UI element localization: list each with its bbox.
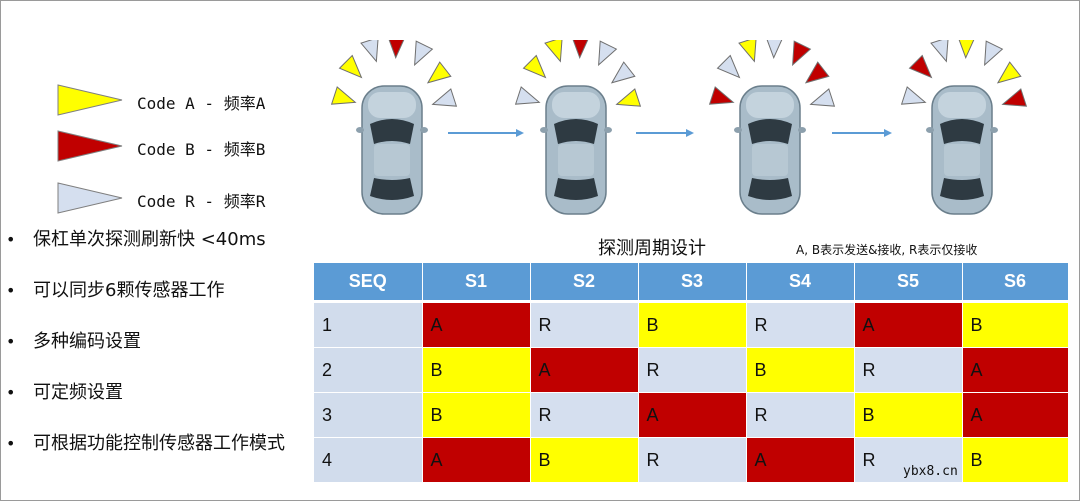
arrow-right-icon — [448, 129, 524, 137]
sensor-triangle-icon — [908, 54, 933, 79]
car-sensor-diagram-3 — [708, 40, 836, 215]
table-row: 3 B R A R B A — [314, 392, 1069, 438]
code-cell: R — [638, 347, 747, 393]
seq-cell: 3 — [314, 392, 423, 438]
feature-item: 保杠单次探测刷新快 <40ms — [6, 228, 306, 252]
legend-item-code-r: Code R - 频率R — [56, 181, 316, 215]
code-cell: A — [422, 301, 531, 348]
header-s6: S6 — [962, 263, 1069, 303]
code-cell: A — [962, 392, 1069, 438]
code-cell: B — [962, 437, 1069, 483]
header-s5: S5 — [854, 263, 963, 303]
sequence-table: SEQ S1 S2 S3 S4 S5 S6 1 A R B R A B 2 B … — [314, 263, 1069, 483]
code-cell: R — [530, 392, 639, 438]
code-cell: B — [962, 301, 1069, 348]
sensor-triangle-icon — [360, 40, 379, 63]
sensor-triangle-icon — [610, 61, 636, 84]
triangle-red-icon — [57, 130, 123, 162]
code-cell: B — [638, 301, 747, 348]
sensor-triangle-icon — [984, 40, 1004, 67]
table-note: A, B表示发送&接收, R表示仅接收 — [796, 243, 978, 257]
header-s3: S3 — [638, 263, 747, 303]
feature-item: 多种编码设置 — [6, 330, 306, 354]
car-icon — [926, 85, 998, 215]
car-sensor-diagram-2 — [514, 40, 642, 215]
sensor-triangle-icon — [1001, 88, 1028, 107]
sensor-triangle-icon — [930, 40, 949, 63]
sensor-triangle-icon — [792, 40, 812, 67]
triangle-lightblue-icon — [57, 182, 123, 214]
code-cell: A — [746, 437, 855, 483]
sensor-triangle-icon — [809, 88, 836, 107]
header-seq: SEQ — [314, 263, 423, 303]
triangle-yellow-icon — [57, 84, 123, 116]
table-title: 探测周期设计 — [598, 238, 706, 259]
table-row: 2 B A R B R A — [314, 347, 1069, 393]
code-cell: B — [422, 392, 531, 438]
code-cell: A — [962, 347, 1069, 393]
feature-item: 可定频设置 — [6, 381, 306, 405]
car-sensor-diagram-1 — [330, 40, 458, 215]
code-cell: A — [422, 437, 531, 483]
sensor-triangle-icon — [804, 61, 830, 84]
seq-cell: 2 — [314, 347, 423, 393]
table-row: 4 A B R A R B — [314, 437, 1069, 483]
code-cell: R — [530, 301, 639, 348]
seq-cell: 1 — [314, 301, 423, 348]
car-icon — [540, 85, 612, 215]
code-cell: R — [854, 437, 963, 483]
sensor-triangle-icon — [514, 86, 541, 105]
feature-item: 可根据功能控制传感器工作模式 — [6, 432, 306, 456]
sensor-triangle-icon — [388, 40, 405, 60]
sensor-triangle-icon — [414, 40, 434, 67]
code-cell: R — [746, 301, 855, 348]
sensor-triangle-icon — [716, 54, 741, 79]
table-header-row: SEQ S1 S2 S3 S4 S5 S6 — [314, 263, 1069, 303]
code-cell: B — [746, 347, 855, 393]
legend-label: Code R - 频率R — [137, 192, 266, 211]
legend-label: Code A - 频率A — [137, 94, 266, 113]
code-cell: R — [854, 347, 963, 393]
sensor-triangle-icon — [900, 86, 927, 105]
sensor-triangle-icon — [598, 40, 618, 67]
code-cell: B — [530, 437, 639, 483]
code-cell: A — [638, 392, 747, 438]
code-cell: R — [638, 437, 747, 483]
legend-label: Code B - 频率B — [137, 140, 266, 159]
watermark: ybx8.cn — [903, 464, 958, 479]
legend-item-code-a: Code A - 频率A — [56, 83, 316, 117]
code-cell: B — [854, 392, 963, 438]
car-sensor-diagram-4 — [900, 40, 1028, 215]
arrow-right-icon — [832, 129, 892, 137]
sensor-triangle-icon — [522, 54, 547, 79]
sensor-triangle-icon — [766, 40, 783, 60]
sensor-triangle-icon — [958, 40, 975, 60]
feature-item: 可以同步6颗传感器工作 — [6, 279, 306, 303]
car-icon — [356, 85, 428, 215]
code-cell: B — [422, 347, 531, 393]
header-s1: S1 — [422, 263, 531, 303]
legend-item-code-b: Code B - 频率B — [56, 129, 316, 163]
sensor-triangle-icon — [338, 54, 363, 79]
sensor-triangle-icon — [330, 86, 357, 105]
sensor-triangle-icon — [708, 86, 735, 105]
sensor-triangle-icon — [738, 40, 757, 63]
header-s2: S2 — [530, 263, 639, 303]
sensor-triangle-icon — [996, 61, 1022, 84]
arrow-right-icon — [636, 129, 694, 137]
code-cell: A — [854, 301, 963, 348]
feature-list: 保杠单次探测刷新快 <40ms 可以同步6颗传感器工作 多种编码设置 可定频设置… — [6, 228, 306, 456]
sensor-triangle-icon — [431, 88, 458, 107]
sensor-triangle-icon — [572, 40, 589, 60]
code-cell: A — [530, 347, 639, 393]
sensor-triangle-icon — [544, 40, 563, 63]
sensor-triangle-icon — [426, 61, 452, 84]
seq-cell: 4 — [314, 437, 423, 483]
sensor-triangle-icon — [615, 88, 642, 107]
car-icon — [734, 85, 806, 215]
header-s4: S4 — [746, 263, 855, 303]
table-row: 1 A R B R A B — [314, 301, 1069, 348]
code-cell: R — [746, 392, 855, 438]
